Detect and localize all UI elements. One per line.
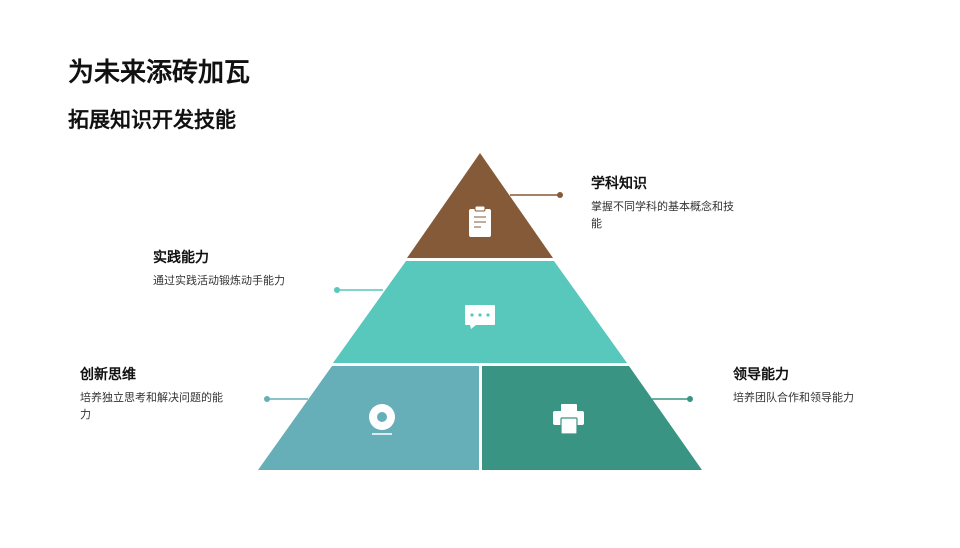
desc-innovative-thinking: 培养独立思考和解决问题的能力: [80, 391, 223, 421]
connector-bottom-right: [652, 396, 693, 402]
printer-icon: [553, 404, 584, 435]
desc-subject-knowledge: 掌握不同学科的基本概念和技能: [591, 200, 734, 230]
page-subtitle: 拓展知识开发技能: [68, 108, 236, 132]
desc-leadership: 培养团队合作和领导能力: [733, 391, 854, 404]
label-subject-knowledge: 学科知识: [591, 176, 647, 192]
connector-middle: [334, 287, 383, 293]
clipboard-icon: [469, 205, 491, 237]
pyramid-tier-bottom-right: [482, 366, 702, 470]
connector-top: [510, 192, 563, 198]
pyramid-tier-bottom-left: [258, 366, 479, 470]
page-title: 为未来添砖加瓦: [68, 58, 251, 88]
label-innovative-thinking: 创新思维: [80, 367, 136, 383]
label-practical-ability: 实践能力: [153, 250, 209, 266]
webcam-icon: [369, 404, 395, 435]
desc-practical-ability: 通过实践活动锻炼动手能力: [153, 274, 285, 287]
connector-bottom-left: [264, 396, 308, 402]
label-leadership: 领导能力: [733, 367, 789, 383]
chat-icon: [465, 305, 495, 329]
